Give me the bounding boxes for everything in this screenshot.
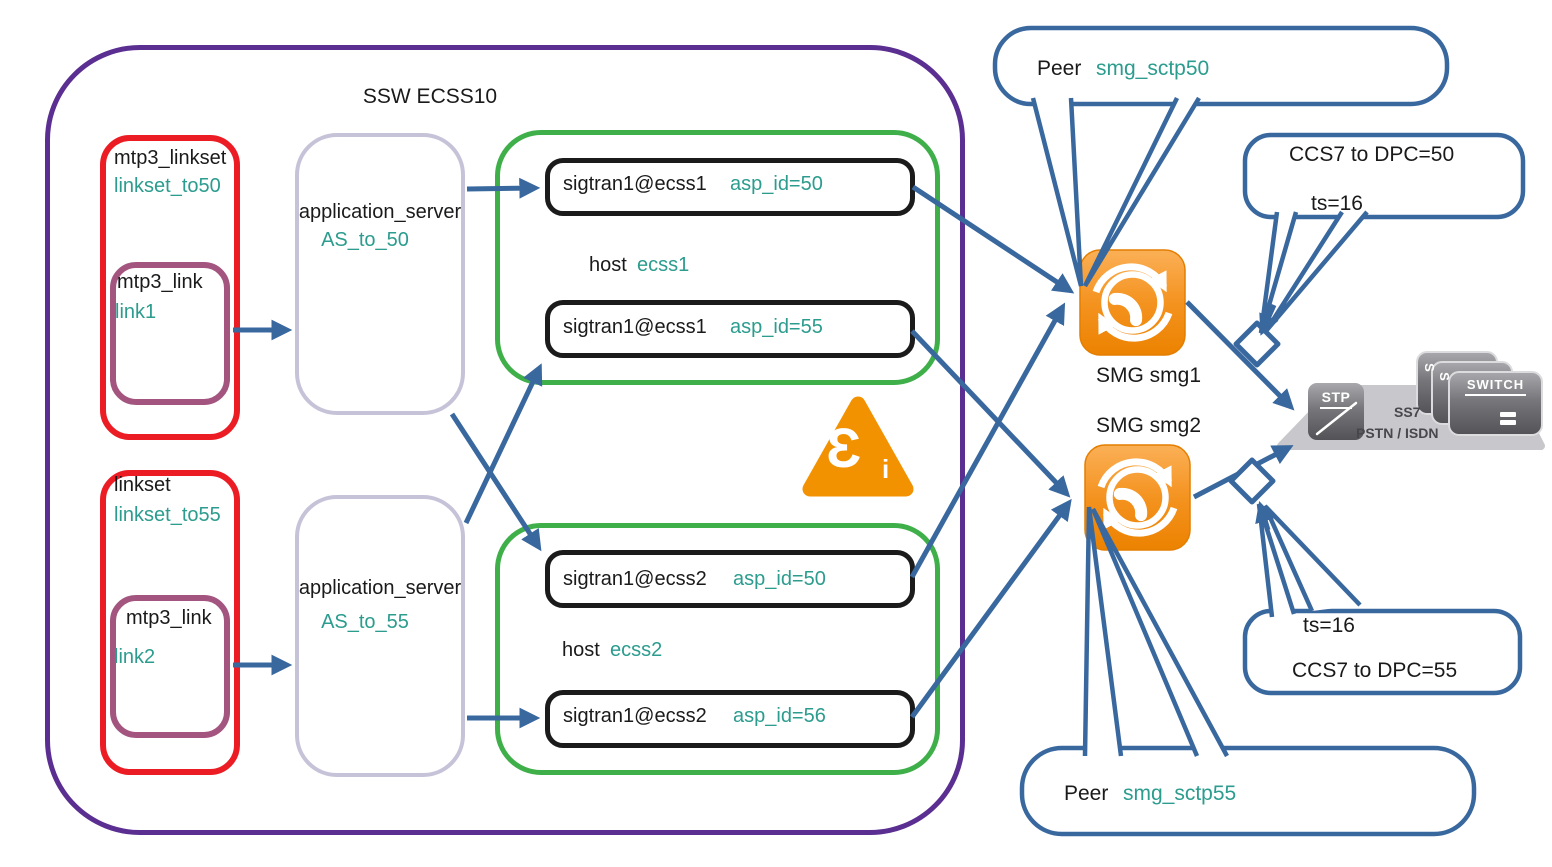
- arrow-sigtran1-asp50-to-smg1: [911, 184, 1075, 294]
- application-server-as-to-50-box: [295, 133, 465, 415]
- ccs50-line1: CCS7 to DPC=50: [1289, 143, 1455, 166]
- linkset55-name: linkset_to55: [114, 504, 221, 526]
- peer50-name: smg_sctp50: [1096, 57, 1210, 80]
- application-server-as-to-55-box: [295, 495, 465, 777]
- host-ecss2-box: [495, 523, 940, 775]
- switch-stack-icon: [1416, 351, 1543, 436]
- smg2-label: SMG smg2: [1096, 414, 1202, 437]
- mtp3-link2-box: [110, 595, 230, 738]
- switch-back2-label: S: [1436, 372, 1452, 381]
- peer55-tail-right: [1090, 507, 1229, 758]
- arrow-as55-to-sigtran1-asp55: [463, 363, 543, 525]
- ccs50-tail-arrowhead: [1259, 303, 1279, 336]
- ss7-label: SS7: [1394, 404, 1421, 420]
- smg2-gateway-icon: [1084, 444, 1191, 551]
- linkset50-type-label: mtp3_linkset: [114, 147, 227, 169]
- host1-name: ecss1: [637, 254, 690, 276]
- stp-icon-label: STP: [1308, 389, 1364, 409]
- sigtran-ecss2-asp56-id: asp_id=56: [733, 705, 826, 727]
- linkset-to55-box: [100, 470, 240, 775]
- peer55-label: Peer: [1064, 782, 1109, 805]
- sigtran-ecss2-asp56-box: [545, 690, 915, 748]
- ccs50-line2: ts=16: [1311, 192, 1363, 215]
- sigtran-ecss1-asp55-endpoint: sigtran1@ecss1: [563, 316, 707, 338]
- stp-node-icon: [1308, 383, 1364, 440]
- sigtran-ecss1-asp55-box: [545, 300, 915, 358]
- ccs7-dpc50-bubble: [1242, 132, 1526, 220]
- switch-back1-label: S: [1421, 363, 1437, 372]
- peer50-tail-right: [1082, 96, 1201, 288]
- peer50-label: Peer: [1037, 57, 1082, 80]
- peer-smg-sctp55-bubble: [1019, 745, 1477, 837]
- arrow-as50-to-sigtran2-asp50: [449, 412, 542, 552]
- ssw-ecss10-container-box: [45, 45, 965, 835]
- linkset50-name: linkset_to50: [114, 175, 221, 197]
- link1-name: link1: [115, 301, 157, 323]
- linkset55-type-label: linkset: [114, 474, 171, 496]
- arrow-smg1-to-stp: [1185, 300, 1295, 411]
- smg1-label: SMG smg1: [1096, 364, 1202, 387]
- link2-type-label: mtp3_link: [126, 607, 212, 629]
- sigtran-ecss1-asp50-id: asp_id=50: [730, 173, 823, 195]
- ecss-triangle-logo-icon: [802, 396, 914, 497]
- sigtran-ecss1-asp50-endpoint: sigtran1@ecss1: [563, 173, 707, 195]
- switch-icon-label: SWITCH: [1449, 377, 1542, 396]
- peer55-name: smg_sctp55: [1123, 782, 1237, 805]
- host1-label: host: [589, 254, 627, 276]
- sigtran-ecss2-asp56-endpoint: sigtran1@ecss2: [563, 705, 707, 727]
- peer-smg-sctp50-bubble: [992, 25, 1450, 107]
- ccs55-line1: ts=16: [1303, 614, 1355, 637]
- ecss-logo-i: i: [882, 454, 890, 484]
- sigtran-ecss2-asp50-box: [545, 550, 915, 608]
- sigtran-ecss1-asp55-id: asp_id=55: [730, 316, 823, 338]
- mtp3-linkset-to50-box: [100, 135, 240, 440]
- ecss-logo-glyph: Ɛ: [826, 416, 862, 479]
- sigtran-ecss2-asp50-id: asp_id=50: [733, 568, 826, 590]
- host-ecss1-box: [495, 130, 940, 385]
- pstn-isdn-label: PSTN / ISDN: [1356, 425, 1439, 441]
- as55-name: AS_to_55: [321, 611, 409, 633]
- sigtran-ecss2-asp50-endpoint: sigtran1@ecss2: [563, 568, 707, 590]
- as50-name: AS_to_50: [321, 229, 409, 251]
- host2-label: host: [562, 639, 600, 661]
- arrow-sigtran2-asp50-to-smg1: [909, 302, 1066, 579]
- link1-type-label: mtp3_link: [117, 271, 203, 293]
- ccs55-line2: CCS7 to DPC=55: [1292, 659, 1458, 682]
- smg1-gateway-icon: [1079, 249, 1186, 356]
- link2-name: link2: [114, 646, 156, 668]
- sigtran-ecss1-asp50-box: [545, 158, 915, 216]
- ccs7-dpc55-bubble: [1242, 608, 1523, 696]
- host2-name: ecss2: [610, 639, 663, 661]
- arrow-as50-to-sigtran1-asp50: [466, 177, 541, 199]
- ccs55-tail-arrowhead: [1255, 500, 1276, 531]
- peer50-tail-left: [1030, 97, 1084, 287]
- mtp3-link1-box: [110, 262, 230, 405]
- e1-diamond-connector-smg2: [1228, 457, 1276, 505]
- arrow-sigtran2-asp56-to-smg2: [909, 498, 1072, 719]
- as55-type-label: application_server: [298, 577, 462, 599]
- ssw-title: SSW ECSS10: [362, 85, 498, 108]
- peer55-tail-left: [1082, 506, 1124, 757]
- arrow-sigtran1-asp55-to-smg2: [910, 329, 1071, 498]
- callout-bubbles: [992, 25, 1526, 837]
- as50-type-label: application_server: [298, 201, 462, 223]
